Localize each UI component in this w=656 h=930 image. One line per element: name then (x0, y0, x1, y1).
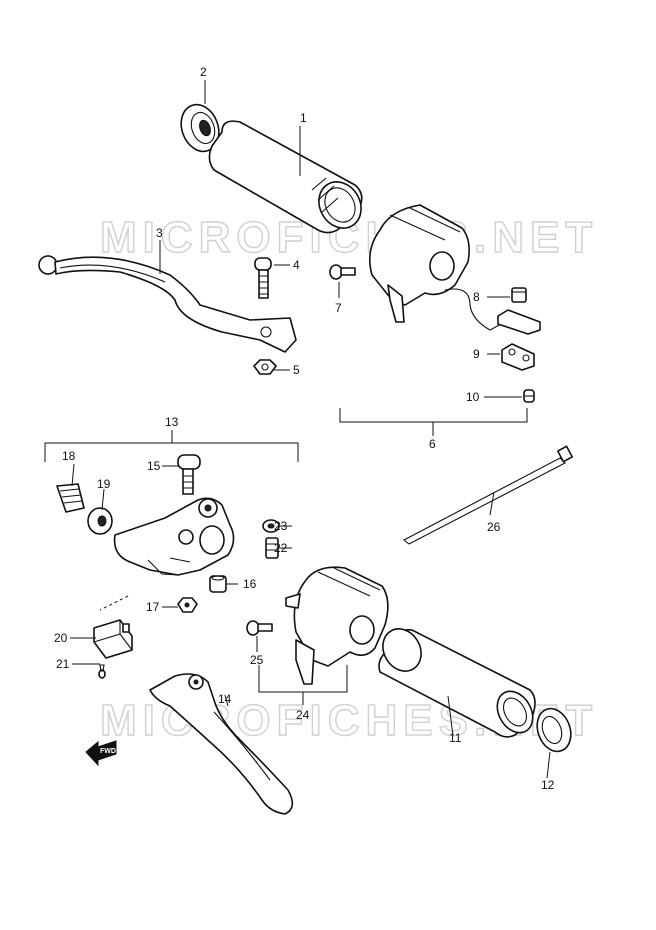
part-10-screw[interactable] (523, 389, 535, 403)
callout-17: 17 (146, 600, 160, 614)
part-24-switch-assembly[interactable] (285, 566, 389, 685)
bracket-6 (339, 408, 528, 436)
callout-5: 5 (293, 363, 300, 377)
callout-1: 1 (300, 111, 307, 125)
part-12-end-cap[interactable] (531, 704, 576, 756)
callout-15: 15 (147, 459, 161, 473)
part-8-connector[interactable] (511, 287, 527, 303)
forward-label: FWD (100, 748, 116, 755)
part-21-screw[interactable] (98, 664, 106, 679)
bracket-13 (44, 430, 299, 462)
part-16-collar[interactable] (209, 575, 227, 593)
callout-9: 9 (473, 347, 480, 361)
callout-4: 4 (293, 258, 300, 272)
part-19-nut[interactable] (87, 507, 113, 535)
part-9-clamp[interactable] (497, 309, 541, 371)
callout-11: 11 (449, 731, 462, 745)
callout-18: 18 (62, 449, 76, 463)
callout-20: 20 (54, 631, 68, 645)
callout-21: 21 (56, 657, 70, 671)
callout-25: 25 (250, 653, 264, 667)
callout-6: 6 (429, 437, 436, 451)
part-13-holder[interactable] (113, 497, 235, 576)
callout-19: 19 (97, 477, 111, 491)
callouts: 1 2 3 4 5 6 7 8 9 10 11 12 13 14 15 16 1… (54, 65, 555, 792)
part-6-switch-assembly[interactable] (369, 204, 506, 331)
part-4-bolt[interactable] (254, 257, 272, 299)
callout-3: 3 (156, 226, 163, 240)
part-7-screw[interactable] (329, 264, 356, 280)
part-26-cable-tie[interactable] (402, 445, 574, 545)
forward-arrow-icon: FWD (85, 740, 117, 767)
part-25-screw[interactable] (246, 620, 273, 636)
part-5-nut[interactable] (253, 359, 277, 375)
callout-7: 7 (335, 301, 342, 315)
callout-12: 12 (541, 778, 555, 792)
callout-2: 2 (200, 65, 207, 79)
callout-23: 23 (274, 519, 288, 533)
callout-14: 14 (218, 692, 232, 706)
callout-8: 8 (473, 290, 480, 304)
callout-26: 26 (487, 520, 501, 534)
callout-13: 13 (165, 415, 179, 429)
part-18-adjuster[interactable] (56, 483, 85, 513)
part-22-screw[interactable] (265, 537, 279, 559)
part-11-grip[interactable] (375, 622, 539, 739)
callout-16: 16 (243, 577, 257, 591)
callout-22: 22 (274, 541, 288, 555)
part-14-lever[interactable] (149, 673, 294, 815)
part-3-lever[interactable] (38, 255, 297, 353)
leader-lines (70, 80, 551, 779)
guide-line (99, 595, 129, 611)
callout-10: 10 (466, 390, 480, 404)
part-20-switch[interactable] (93, 619, 133, 659)
part-15-bolt[interactable] (177, 454, 201, 495)
part-2-ring[interactable] (175, 99, 225, 156)
part-17-nut[interactable] (177, 597, 198, 613)
callout-24: 24 (296, 708, 310, 722)
part-1-grip[interactable] (208, 120, 369, 236)
bracket-24 (258, 665, 348, 705)
